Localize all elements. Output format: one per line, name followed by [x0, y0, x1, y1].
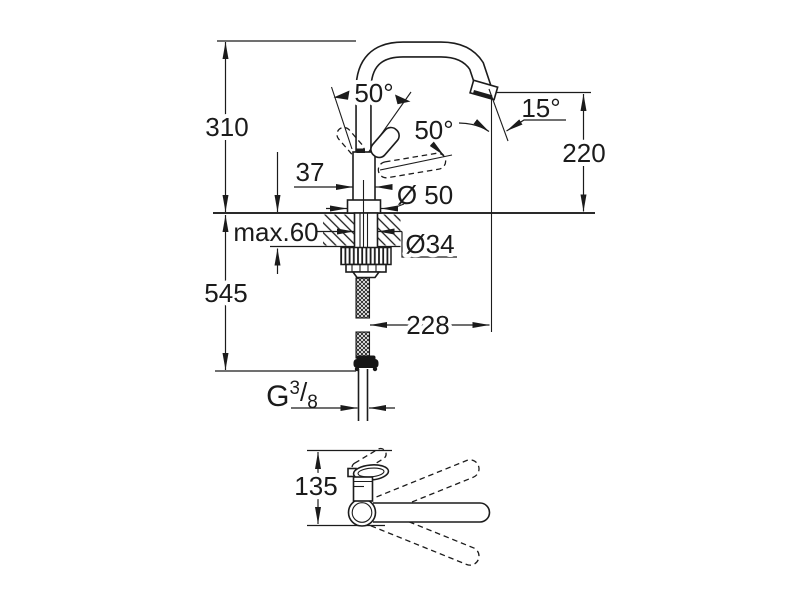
- spout-top-view: [373, 502, 491, 523]
- angle-15: 15°: [506, 89, 566, 132]
- lever-pivot: [356, 148, 365, 153]
- angle-50-side: 50°: [410, 111, 490, 156]
- dim-max60-label: max.60: [233, 217, 318, 247]
- aerator-tip: [469, 79, 499, 101]
- hose-end-fitting: [353, 355, 379, 372]
- spout-swivel-dashed-down: [367, 507, 480, 566]
- dim-545-label: 545: [204, 278, 247, 308]
- dim-d50-label: Ø 50: [397, 180, 453, 210]
- angle-50-side-label: 50°: [414, 115, 453, 145]
- dimension-37: 37: [292, 153, 393, 191]
- handle-lever-solid: [370, 126, 400, 159]
- spout-swivel-dashed-up: [367, 459, 480, 518]
- mounting-nut: [340, 246, 392, 279]
- dimension-220: 220: [558, 94, 610, 212]
- dimension-135: 135: [290, 452, 342, 524]
- swing-arrowhead-left: [333, 90, 350, 100]
- angle-50-handle-label: 50°: [354, 78, 393, 108]
- angle-15-label: 15°: [521, 93, 560, 123]
- top-view: 135: [290, 447, 491, 566]
- dim-d34-label: Ø34: [405, 229, 454, 259]
- dim-37-label: 37: [296, 157, 325, 187]
- dimension-310: 310: [201, 42, 253, 212]
- handle-tilt-line: [379, 154, 453, 171]
- swing-arrowhead-right: [395, 94, 411, 105]
- dim-g38-label: G3/8: [266, 377, 318, 413]
- dimension-228: 228: [370, 306, 490, 344]
- angle-50-handle: 50°: [350, 74, 397, 112]
- dimension-545: 545: [200, 215, 252, 370]
- mounting-shank: [353, 212, 379, 249]
- spout: [355, 41, 499, 156]
- dimension-d50: Ø 50: [326, 176, 457, 214]
- spout-angle-line: [488, 88, 509, 142]
- handle-lever-dashed-up-left: [336, 126, 365, 158]
- front-view: 310 545 220 228 37 Ø 50 max.: [200, 40, 610, 421]
- dim-310-label: 310: [205, 112, 248, 142]
- dimension-max60: max.60: [229, 152, 323, 274]
- body-top-view: [352, 476, 374, 502]
- g38-connection-tube: [357, 369, 369, 421]
- swivel-base-inner-ring: [351, 502, 373, 523]
- supply-hose: [355, 277, 371, 359]
- dim-228-label: 228: [406, 310, 449, 340]
- dimension-g38: G3/8: [262, 373, 395, 417]
- dimension-d34: Ø34: [316, 225, 459, 263]
- dim-220-label: 220: [562, 138, 605, 168]
- dim-135-label: 135: [294, 471, 337, 501]
- handle-lever-dashed-right: [377, 152, 447, 179]
